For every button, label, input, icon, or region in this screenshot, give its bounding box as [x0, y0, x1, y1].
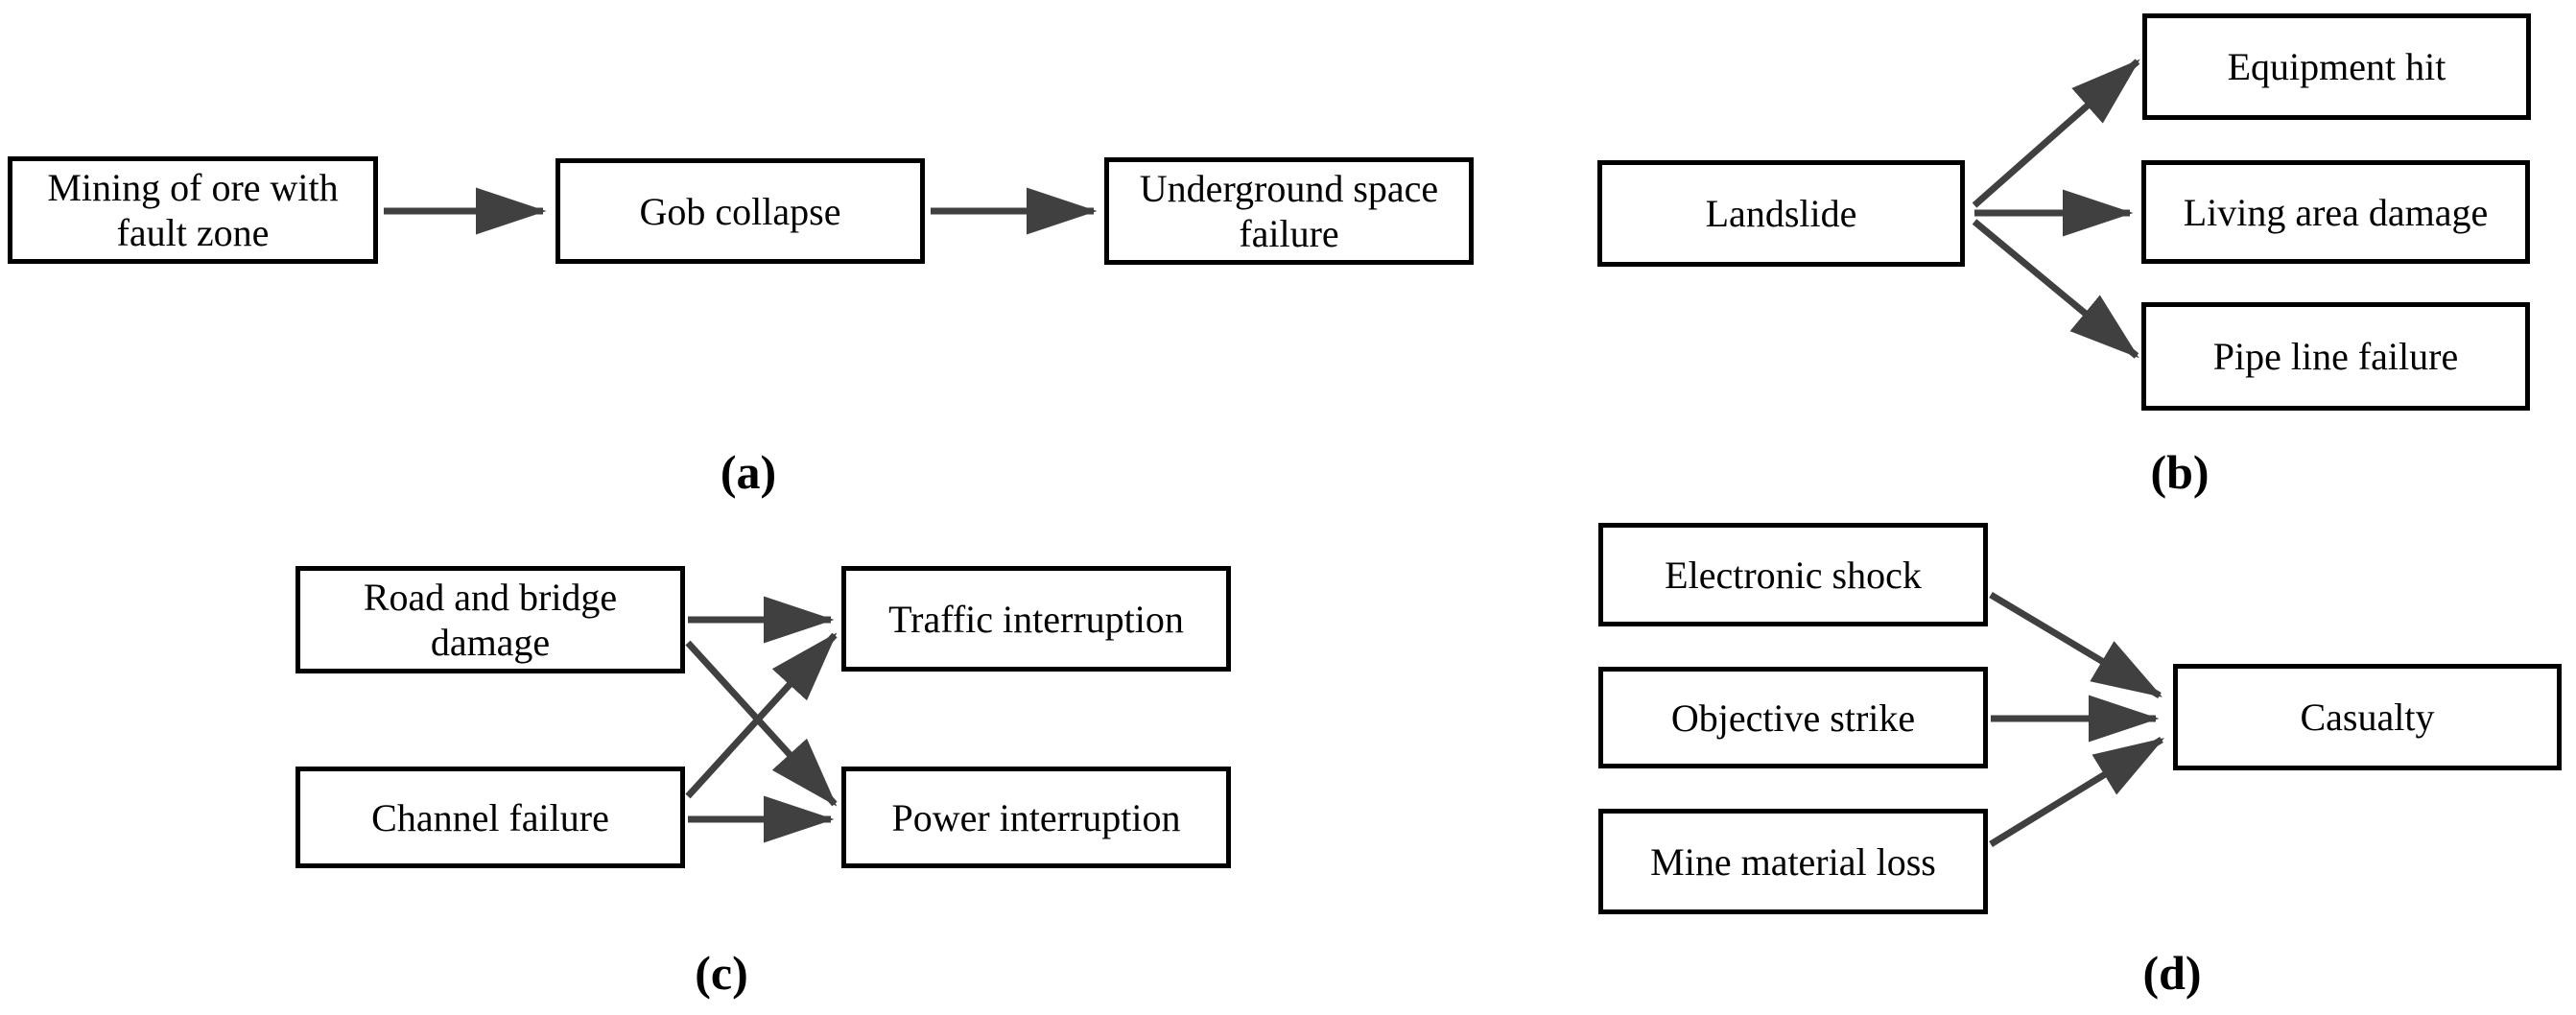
arrow-channel-to-traffic [685, 632, 838, 799]
node-label: Living area damage [2183, 190, 2489, 234]
node-gob-collapse: Gob collapse [555, 158, 925, 264]
node-traffic-interruption: Traffic interruption [841, 566, 1231, 672]
arrow-landslide-to-equipment [1972, 59, 2140, 208]
node-channel-failure: Channel failure [295, 767, 685, 868]
node-power-interruption: Power interruption [841, 767, 1231, 868]
node-label: Equipment hit [2227, 45, 2446, 88]
node-electronic-shock: Electronic shock [1598, 523, 1988, 626]
node-label: Casualty [2300, 696, 2435, 739]
node-road-and-bridge-damage: Road and bridge damage [295, 566, 685, 673]
node-casualty: Casualty [2173, 664, 2562, 770]
node-label: Landslide [1705, 192, 1857, 235]
node-equipment-hit: Equipment hit [2142, 13, 2531, 120]
node-underground-space-failure: Underground space failure [1104, 157, 1474, 265]
node-label: Pipe line failure [2212, 335, 2459, 378]
arrow-mine-to-casualty [1989, 737, 2164, 847]
node-label: Traffic interruption [888, 597, 1184, 641]
node-label: Objective strike [1670, 696, 1916, 740]
arrow-road-to-power [685, 640, 838, 807]
node-label: Electronic shock [1665, 553, 1922, 597]
node-objective-strike: Objective strike [1598, 667, 1988, 768]
caption-panel-c: (c) [695, 946, 748, 1000]
node-label: Mine material loss [1650, 839, 1936, 884]
caption-panel-a: (a) [720, 445, 777, 499]
node-pipe-line-failure: Pipe line failure [2141, 302, 2530, 411]
node-label: Underground space failure [1139, 167, 1439, 255]
node-label: Gob collapse [639, 189, 841, 233]
node-mining-of-ore-with-fault-zone: Mining of ore with fault zone [8, 156, 378, 264]
node-label: Road and bridge damage [363, 576, 618, 664]
caption-panel-b: (b) [2150, 445, 2210, 499]
node-landslide: Landslide [1597, 160, 1965, 267]
caption-panel-d: (d) [2142, 946, 2202, 1000]
node-label: Power interruption [891, 795, 1181, 839]
arrow-electronic-to-casualty [1989, 591, 2163, 699]
node-label: Channel failure [371, 795, 609, 839]
arrow-landslide-to-pipe [1972, 219, 2139, 359]
node-living-area-damage: Living area damage [2141, 160, 2530, 264]
node-mine-material-loss: Mine material loss [1598, 809, 1988, 914]
node-label: Mining of ore with fault zone [47, 166, 339, 254]
